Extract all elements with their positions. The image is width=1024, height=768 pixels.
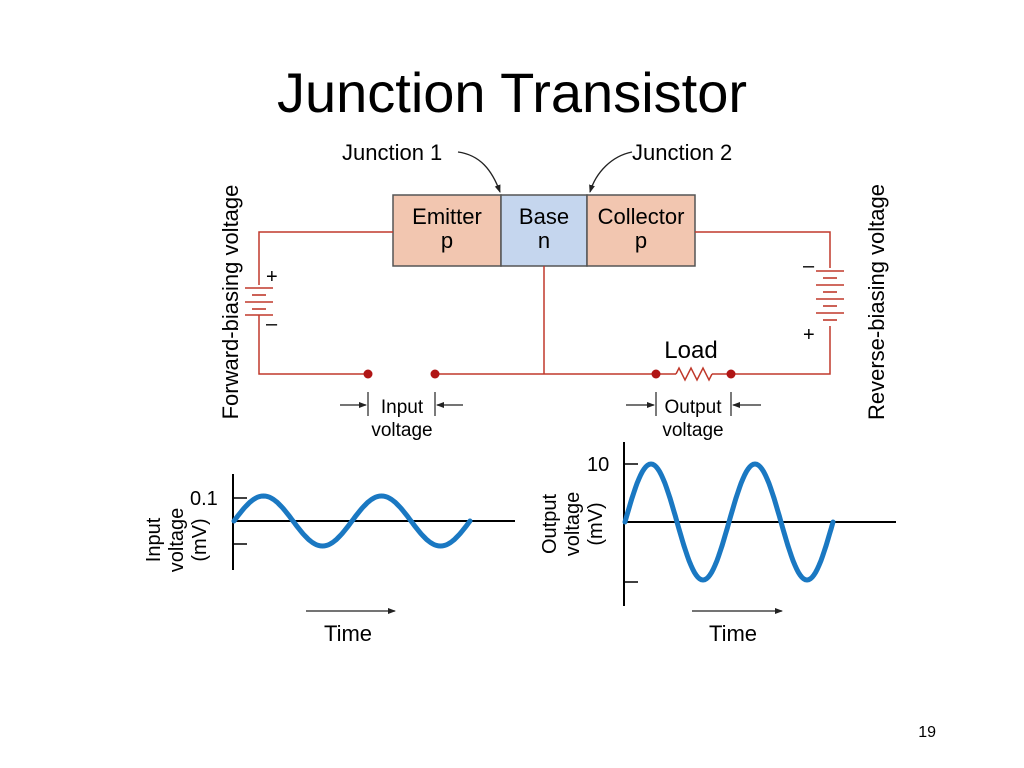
output-graph-tick-label: 10 bbox=[587, 454, 609, 476]
page-number: 19 bbox=[918, 724, 936, 741]
output-voltage-label-1: Output bbox=[664, 397, 722, 418]
collector-block bbox=[586, 194, 696, 267]
output-voltage-span bbox=[626, 392, 761, 416]
collector-region: Collector p bbox=[586, 194, 696, 267]
emitter-block bbox=[392, 194, 502, 267]
input-voltage-wave bbox=[231, 493, 473, 549]
base-region: Base n bbox=[500, 194, 588, 267]
input-voltage-label-2: voltage bbox=[371, 420, 432, 441]
junction-2-leader bbox=[589, 151, 633, 193]
output-graph: 10 Output voltage (mV) Time bbox=[539, 442, 896, 646]
input-graph-ylabel-3: (mV) bbox=[189, 518, 211, 561]
output-graph-xlabel: Time bbox=[709, 621, 757, 646]
emitter-type: p bbox=[441, 228, 453, 253]
input-terminal-left bbox=[363, 369, 373, 379]
emitter-name: Emitter bbox=[412, 204, 482, 229]
reverse-bias-battery bbox=[816, 270, 844, 321]
emitter-region: Emitter p bbox=[392, 194, 502, 267]
collector-name: Collector bbox=[598, 204, 685, 229]
output-terminal-left bbox=[651, 369, 661, 379]
load-resistor bbox=[675, 366, 713, 382]
input-loop-wire bbox=[258, 231, 393, 285]
input-voltage-label-1: Input bbox=[381, 397, 424, 418]
input-graph-tick-label: 0.1 bbox=[190, 488, 218, 510]
output-graph-ylabel-2: voltage bbox=[562, 492, 584, 557]
left-battery-minus: – bbox=[266, 313, 278, 335]
input-graph-xlabel: Time bbox=[324, 621, 372, 646]
input-graph-ylabel-1: Input bbox=[143, 517, 165, 562]
left-battery-plus: + bbox=[266, 266, 278, 288]
output-loop-wire bbox=[695, 231, 831, 268]
junction-1-leader bbox=[457, 151, 501, 193]
base-type: n bbox=[538, 228, 550, 253]
base-block bbox=[500, 194, 588, 267]
input-graph-ylabel-2: voltage bbox=[166, 508, 188, 573]
load-label: Load bbox=[664, 337, 717, 364]
output-loop-wire-lower bbox=[731, 326, 831, 375]
junction-2-label: Junction 2 bbox=[632, 140, 732, 165]
right-battery-plus: + bbox=[803, 324, 815, 346]
slide-title: Junction Transistor bbox=[277, 61, 747, 124]
junction-1-label: Junction 1 bbox=[342, 140, 442, 165]
output-graph-ylabel-1: Output bbox=[539, 494, 561, 554]
output-graph-ylabel-3: (mV) bbox=[585, 502, 607, 545]
output-voltage-wave bbox=[622, 461, 836, 583]
input-voltage-span bbox=[340, 392, 463, 416]
output-terminal-right bbox=[726, 369, 736, 379]
reverse-bias-label: Reverse-biasing voltage bbox=[864, 184, 889, 420]
input-loop-wire-lower bbox=[258, 315, 368, 375]
forward-bias-battery bbox=[245, 287, 273, 316]
input-terminal-right bbox=[430, 369, 440, 379]
right-battery-minus: – bbox=[803, 255, 815, 277]
forward-bias-label: Forward-biasing voltage bbox=[218, 185, 243, 420]
input-graph: 0.1 Input voltage (mV) Time bbox=[143, 474, 515, 646]
collector-type: p bbox=[635, 228, 647, 253]
base-name: Base bbox=[519, 204, 569, 229]
circuit-wires bbox=[258, 231, 831, 382]
output-voltage-label-2: voltage bbox=[662, 420, 723, 441]
